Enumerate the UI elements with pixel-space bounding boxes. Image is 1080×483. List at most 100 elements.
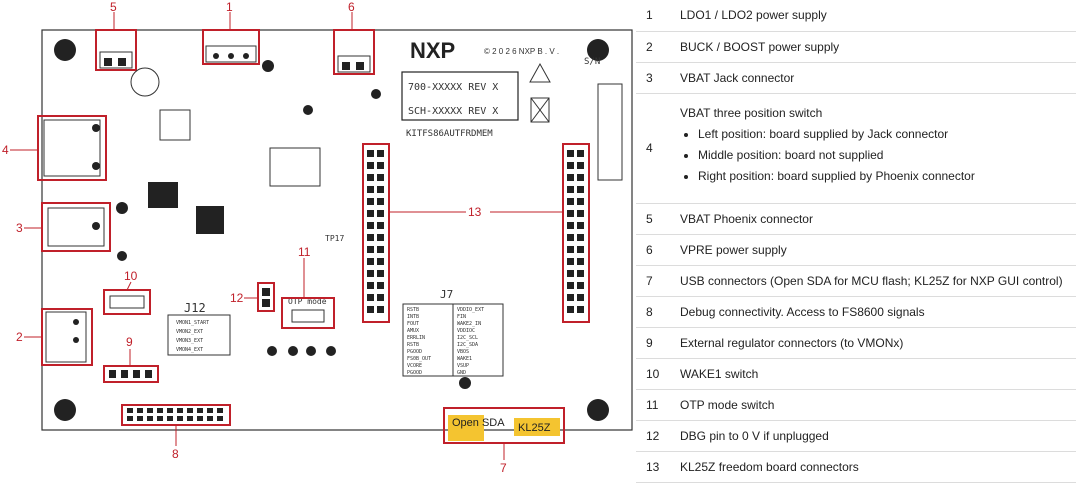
debug-pin	[167, 416, 173, 421]
header-pin	[577, 282, 584, 289]
legend-text: Debug connectivity. Access to FS8600 sig…	[680, 304, 925, 319]
j7-left-pins: RSTBINTBFOUTAMUXERRLINRSTBPGOODFS0B_OUTV…	[407, 307, 431, 376]
debug-pin	[147, 408, 153, 413]
header-pin	[567, 162, 574, 169]
debug-pin	[207, 416, 213, 421]
legend-number: 2	[636, 31, 674, 63]
debug-pin	[157, 416, 163, 421]
copyright-text: © 2 0 2 6 NXP B . V .	[484, 47, 559, 56]
callout-6: 6	[348, 0, 355, 14]
j12-row: VMON3_EXT	[176, 338, 203, 344]
header-pin	[377, 174, 384, 181]
legend-description: LDO1 / LDO2 power supply	[674, 0, 1076, 32]
usb-open-sda-label: Open SDA	[452, 417, 505, 429]
debug-pin	[127, 416, 133, 421]
header-pin	[367, 306, 374, 313]
header-pin	[377, 198, 384, 205]
legend-number: 8	[636, 296, 674, 328]
callout-box-9	[103, 365, 159, 383]
j7-right-pins: VDDIO_EXTFINWAKE2_INVDDIOCI2C_SCLI2C_SDA…	[457, 307, 484, 376]
debug-pin	[127, 408, 133, 413]
j7-pin-label: FIN	[457, 314, 466, 320]
legend-number: 5	[636, 203, 674, 235]
j7-pin-label: VCORE	[407, 363, 422, 369]
legend-text: VPRE power supply	[680, 242, 787, 257]
legend-bullet: Left position: board supplied by Jack co…	[698, 127, 1070, 141]
j7-pin-label: FS0B_OUT	[407, 356, 431, 362]
header-pin	[577, 258, 584, 265]
header-pin	[377, 246, 384, 253]
legend-number: 10	[636, 358, 674, 390]
legend-description: VPRE power supply	[674, 234, 1076, 266]
header-pin	[567, 234, 574, 241]
mounting-hole	[587, 399, 609, 421]
debug-pin	[177, 416, 183, 421]
legend-description: KL25Z freedom board connectors	[674, 451, 1076, 483]
j7-pin-label: INTB	[407, 314, 419, 320]
debug-pin	[217, 408, 223, 413]
j12-row: VMON2_EXT	[176, 329, 203, 335]
header-pin	[567, 246, 574, 253]
header-pin	[377, 210, 384, 217]
header-pin	[577, 174, 584, 181]
header-pin	[367, 246, 374, 253]
j7-label: J7	[440, 288, 453, 301]
header-pin	[577, 294, 584, 301]
legend-text: VBAT Jack connector	[680, 70, 795, 85]
callout-11: 11	[298, 245, 311, 259]
legend-description: BUCK / BOOST power supply	[674, 31, 1076, 63]
j7-pin-label: PGOOD	[407, 349, 422, 355]
sn-label: S/N	[584, 57, 600, 67]
legend-number: 7	[636, 265, 674, 297]
board-svg: NXP © 2 0 2 6 NXP B . V . 700-XXXXX REV …	[2, 0, 633, 475]
legend-bullet: Right position: board supplied by Phoeni…	[698, 169, 1070, 183]
callout-8: 8	[172, 447, 179, 461]
header-pin	[567, 210, 574, 217]
j7-pin-label: GND	[457, 370, 466, 376]
header-pin	[577, 222, 584, 229]
header-pin	[367, 258, 374, 265]
j7-pin-label: RSTB	[407, 307, 419, 313]
header-pin	[567, 198, 574, 205]
j7-pin-label: VSUP	[457, 363, 469, 369]
j12-label: J12	[184, 301, 206, 315]
header-pin	[367, 198, 374, 205]
header-pin	[567, 282, 574, 289]
legend-text: BUCK / BOOST power supply	[680, 39, 840, 54]
callout-3: 3	[16, 221, 23, 235]
j7-pin-label: WAKE2_IN	[457, 321, 481, 327]
j7-pin-label: AMUX	[407, 328, 419, 334]
nxp-logo: NXP	[410, 38, 455, 63]
callout-box-1	[202, 29, 260, 65]
j7-pin-label: VBOS	[457, 349, 469, 355]
legend-row: 7 USB connectors (Open SDA for MCU flash;…	[636, 265, 1076, 297]
board-diagram: NXP © 2 0 2 6 NXP B . V . 700-XXXXX REV …	[2, 0, 633, 475]
legend-description: VBAT Phoenix connector	[674, 203, 1076, 235]
label-sch: SCH-XXXXX REV X	[408, 106, 498, 117]
header-pin	[367, 162, 374, 169]
j7-pin-label: I2C_SCL	[457, 335, 478, 341]
legend-number: 12	[636, 420, 674, 452]
debug-pin	[197, 416, 203, 421]
header-pin	[567, 186, 574, 193]
header-pin	[577, 246, 584, 253]
header-pin	[567, 270, 574, 277]
legend-text: VBAT three position switch	[680, 106, 823, 120]
legend-text: VBAT Phoenix connector	[680, 211, 813, 226]
legend-description: WAKE1 switch	[674, 358, 1076, 390]
j7-pin-label: RSTB	[407, 342, 419, 348]
board-outline	[41, 29, 633, 431]
rev-label-box	[401, 71, 519, 121]
debug-pin	[157, 408, 163, 413]
legend-text: USB connectors (Open SDA for MCU flash; …	[680, 273, 1063, 288]
j7-pin-label: ERRLIN	[407, 335, 425, 341]
header-pin	[567, 258, 574, 265]
header-pin	[577, 150, 584, 157]
header-pin	[367, 222, 374, 229]
j7-pin-label: VDDIO_EXT	[457, 307, 484, 313]
